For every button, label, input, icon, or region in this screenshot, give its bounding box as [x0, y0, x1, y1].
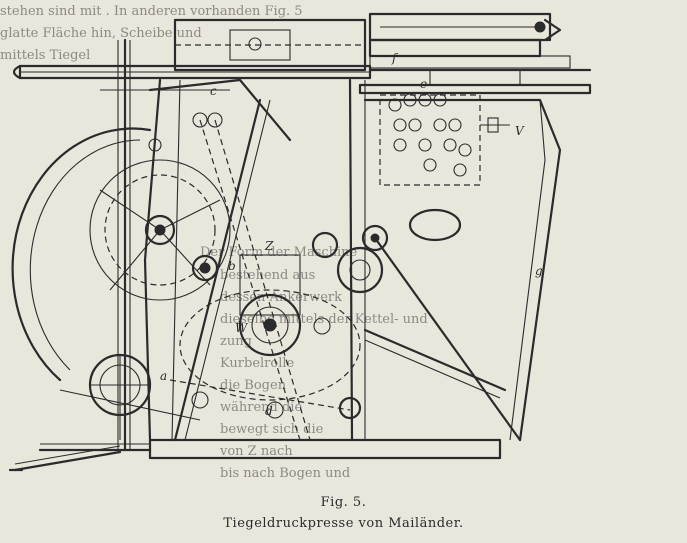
label-f: f: [391, 51, 399, 65]
figure-number: Fig. 5.: [320, 495, 367, 510]
bleed-text-12: bewegt sich die: [220, 422, 324, 437]
bleed-text-2: glatte Fläche hin, Scheibe und: [0, 26, 202, 41]
bleed-text-10: die Bogen: [220, 378, 287, 393]
label-b: b: [228, 259, 236, 273]
bleed-text-13: von Z nach: [220, 444, 293, 459]
bleed-text-4: Der Form der Maschine: [200, 245, 358, 260]
label-v: V: [515, 124, 525, 138]
top-rail: [12, 64, 372, 80]
bleed-text-3: mittels Tiegel: [0, 48, 91, 63]
label-d: d: [265, 404, 273, 418]
main-frame: [143, 78, 562, 442]
figure-caption: Tiegeldruckpresse von Mailänder.: [223, 516, 464, 531]
drive-wheel: [88, 353, 152, 440]
label-e: e: [420, 77, 427, 91]
label-c: c: [210, 84, 217, 98]
platen-assembly: [173, 12, 592, 95]
label-a: a: [160, 369, 167, 383]
label-z: Z: [264, 239, 274, 253]
center-gear: [179, 254, 361, 401]
ink-roller-cluster: [379, 93, 510, 186]
bleed-text-1: stehen sind mit . In anderen vorhanden F…: [0, 4, 303, 19]
left-uprights: [117, 38, 131, 452]
flywheel: [11, 127, 231, 382]
bleed-text-9: Kurbelrolle: [220, 356, 295, 371]
bleed-text-11: während die: [220, 400, 303, 415]
bleed-text-5: bestehend aus: [220, 268, 316, 283]
base-plate: [8, 438, 502, 472]
bleed-text-14: bis nach Bogen und: [220, 466, 351, 481]
linkage-bars: [59, 78, 522, 442]
label-g: g: [535, 264, 543, 278]
label-w: W: [235, 321, 249, 335]
rollers: [148, 112, 462, 420]
